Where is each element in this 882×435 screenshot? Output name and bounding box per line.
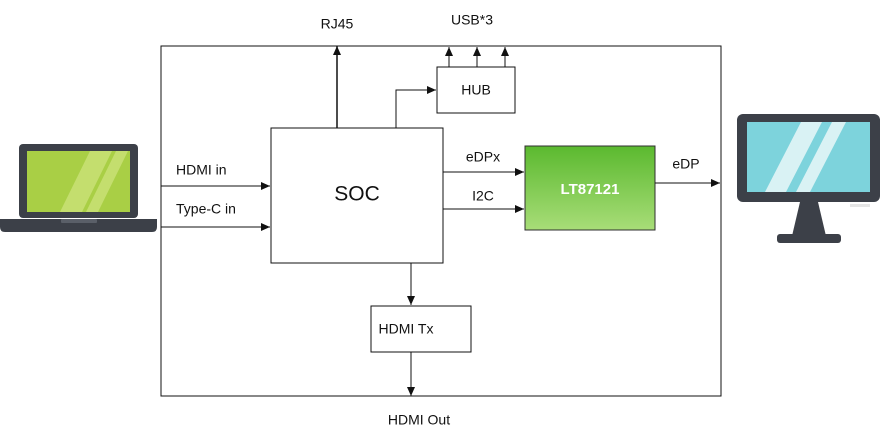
- hdmi-tx-label: HDMI Tx: [379, 321, 434, 337]
- hub-block: [436, 66, 516, 114]
- hdmi-tx-block: [370, 305, 472, 353]
- i2c-label: I2C: [472, 188, 494, 204]
- edp-label: eDP: [672, 156, 699, 172]
- hub-label: HUB: [461, 82, 491, 98]
- lt87121-label: LT87121: [561, 181, 620, 198]
- soc-hub-arrow: [395, 86, 436, 128]
- edpx-label: eDPx: [466, 149, 500, 165]
- board-outline: [160, 45, 722, 397]
- rj45-label: RJ45: [321, 16, 354, 32]
- hdmi-out-label: HDMI Out: [388, 412, 450, 428]
- laptop-icon: [0, 144, 157, 232]
- soc-block: [270, 127, 444, 264]
- hdmi-in-label: HDMI in: [176, 162, 227, 178]
- type-c-in-label: Type-C in: [176, 201, 236, 217]
- lt87121-block: [524, 145, 656, 231]
- monitor-icon: [737, 114, 880, 243]
- soc-label: SOC: [334, 183, 380, 206]
- usb-label: USB*3: [451, 12, 493, 28]
